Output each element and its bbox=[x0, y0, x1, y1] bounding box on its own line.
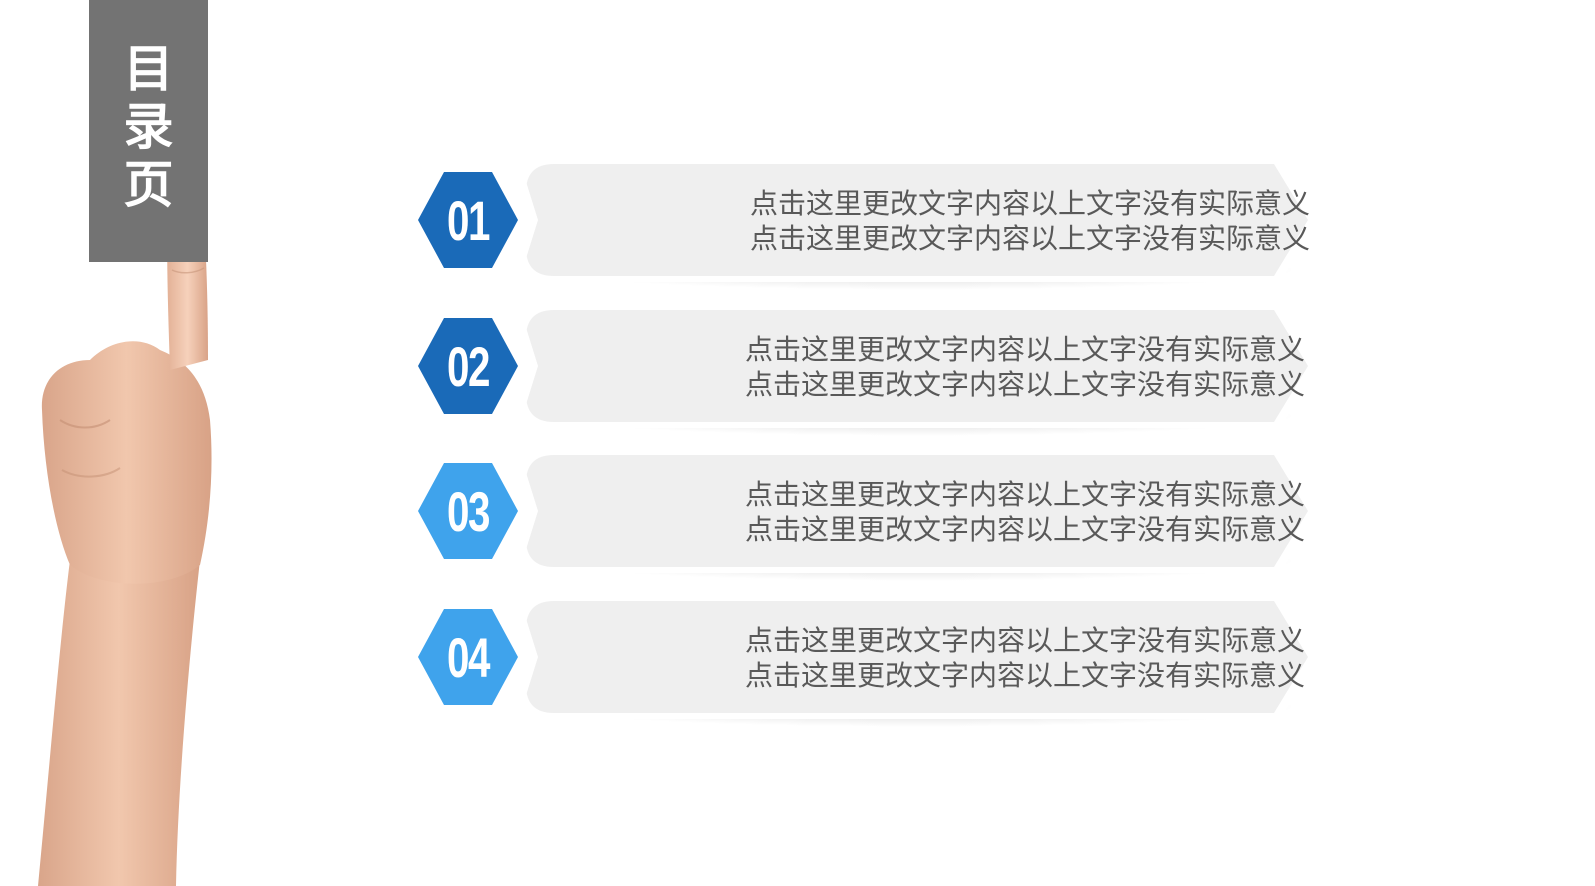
item-text-line-2: 点击这里更改文字内容以上文字没有实际意义 bbox=[744, 368, 1305, 401]
hexagon-badge bbox=[418, 172, 518, 268]
item-text: 点击这里更改文字内容以上文字没有实际意义 点击这里更改文字内容以上文字没有实际意… bbox=[685, 477, 1305, 547]
title-char-3: 页 bbox=[123, 156, 174, 214]
title-char-1: 目 bbox=[123, 40, 174, 98]
item-text-line-1: 点击这里更改文字内容以上文字没有实际意义 bbox=[744, 478, 1305, 511]
row-plate bbox=[400, 302, 1318, 430]
item-text-line-1: 点击这里更改文字内容以上文字没有实际意义 bbox=[749, 187, 1310, 220]
item-text: 点击这里更改文字内容以上文字没有实际意义 点击这里更改文字内容以上文字没有实际意… bbox=[690, 186, 1310, 256]
item-text: 点击这里更改文字内容以上文字没有实际意义 点击这里更改文字内容以上文字没有实际意… bbox=[685, 332, 1305, 402]
title-char-2: 录 bbox=[123, 98, 174, 156]
item-number: 01 bbox=[447, 189, 490, 252]
item-text-line-1: 点击这里更改文字内容以上文字没有实际意义 bbox=[744, 333, 1305, 366]
row-plate bbox=[400, 156, 1318, 284]
item-text-line-2: 点击这里更改文字内容以上文字没有实际意义 bbox=[744, 659, 1305, 692]
toc-item[interactable]: 04 点击这里更改文字内容以上文字没有实际意义 点击这里更改文字内容以上文字没有… bbox=[400, 587, 1360, 727]
table-of-contents-banner: 目 录 页 bbox=[89, 0, 208, 262]
item-number: 02 bbox=[447, 335, 490, 398]
toc-item[interactable]: 01 点击这里更改文字内容以上文字没有实际意义 点击这里更改文字内容以上文字没有… bbox=[400, 150, 1360, 290]
item-number: 03 bbox=[447, 480, 490, 543]
item-text-line-2: 点击这里更改文字内容以上文字没有实际意义 bbox=[744, 513, 1305, 546]
item-text-line-2: 点击这里更改文字内容以上文字没有实际意义 bbox=[749, 222, 1310, 255]
item-number: 04 bbox=[447, 626, 490, 689]
item-text: 点击这里更改文字内容以上文字没有实际意义 点击这里更改文字内容以上文字没有实际意… bbox=[685, 623, 1305, 693]
hexagon-badge bbox=[418, 463, 518, 559]
toc-item[interactable]: 03 点击这里更改文字内容以上文字没有实际意义 点击这里更改文字内容以上文字没有… bbox=[400, 441, 1360, 581]
item-text-line-1: 点击这里更改文字内容以上文字没有实际意义 bbox=[744, 624, 1305, 657]
row-plate bbox=[400, 447, 1318, 575]
toc-item[interactable]: 02 点击这里更改文字内容以上文字没有实际意义 点击这里更改文字内容以上文字没有… bbox=[400, 296, 1360, 436]
hexagon-badge bbox=[418, 609, 518, 705]
hexagon-badge bbox=[418, 318, 518, 414]
row-plate bbox=[400, 593, 1318, 721]
pointing-hand-image bbox=[38, 180, 212, 886]
